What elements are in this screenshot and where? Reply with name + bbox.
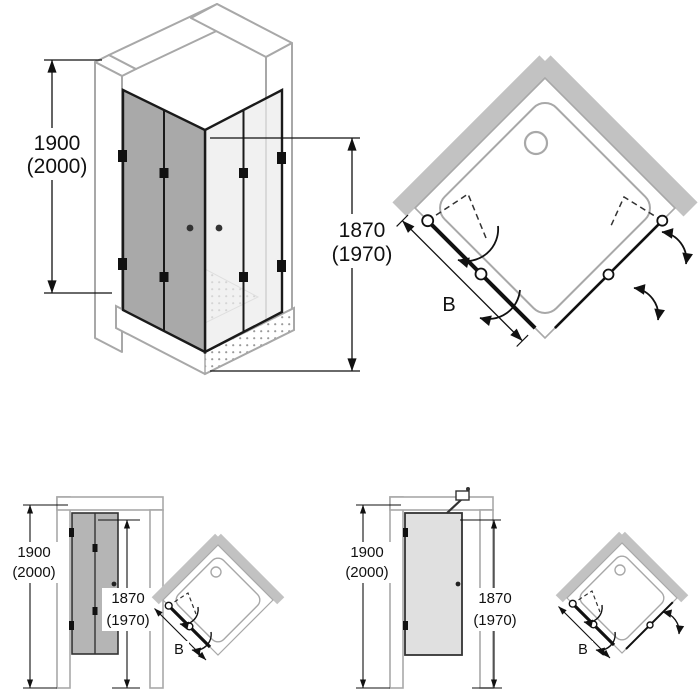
front-right-door <box>403 487 470 656</box>
plan-right-folding-door <box>553 195 693 330</box>
hinge-point <box>474 267 488 281</box>
folded-position-dashed <box>609 195 663 229</box>
corner-isometric-view: 1900 (2000) 1870 (1970) <box>26 3 396 376</box>
stabilizer-bar <box>446 498 463 514</box>
label-bg <box>341 542 393 583</box>
hinge <box>239 272 248 282</box>
hinge-point <box>568 599 577 608</box>
dim-height-glass-value: 1870 <box>478 590 511 607</box>
plan-right-side-panel <box>625 601 685 650</box>
dim-height-outer-alt: (2000) <box>27 155 88 178</box>
hinge <box>92 544 98 552</box>
dim-height-glass-value: 1870 <box>339 219 386 242</box>
folded-position-dashed <box>168 592 197 615</box>
dim-width-B-label: B <box>578 642 588 658</box>
plan-walls <box>392 55 698 217</box>
stabilizer-bracket <box>455 490 470 501</box>
plan-left-walls <box>151 533 285 605</box>
hinge <box>92 607 98 615</box>
stabilizer-knob <box>466 487 470 491</box>
dim-height-glass-alt: (1970) <box>332 243 393 266</box>
plan-right-walls <box>555 531 689 603</box>
front-left-view: 1900 (2000) 1870 (1970) <box>8 496 164 689</box>
swing-arrow-double <box>661 228 693 265</box>
front-right-view: 1900 (2000) 1870 (1970) <box>341 487 521 689</box>
door-knob <box>111 581 117 587</box>
iso-left-folding-door <box>118 88 207 354</box>
label-bg <box>8 542 60 583</box>
hinge <box>403 528 408 537</box>
swing-arrow-double <box>633 284 665 321</box>
front-left-dim-outer <box>23 504 68 689</box>
dim-height-glass-value: 1870 <box>111 590 144 607</box>
dim-height-outer-alt: (2000) <box>12 564 55 581</box>
front-left-folding-door <box>69 512 119 655</box>
dim-height-outer-value: 1900 <box>34 132 81 155</box>
label-bg <box>26 128 88 180</box>
label-bg <box>328 214 396 268</box>
iso-right-folding-door <box>203 88 286 354</box>
plan-left-dim-B-line <box>154 608 207 661</box>
label-bg <box>102 588 154 631</box>
hinge <box>159 272 169 282</box>
hinge-point <box>602 268 615 281</box>
hinge <box>69 621 74 630</box>
hinge-point <box>656 214 669 227</box>
plan-left-tray <box>162 544 274 656</box>
hinge-point <box>421 214 435 228</box>
plan-right-dim-B-line <box>558 606 611 659</box>
hinge <box>239 168 248 178</box>
door-knob <box>455 581 461 587</box>
plan-drain-icon <box>210 566 222 578</box>
label-bg <box>573 641 593 657</box>
hinge <box>118 258 127 270</box>
plan-drain-icon <box>523 130 549 156</box>
dim-height-outer-alt: (2000) <box>345 564 388 581</box>
plan-dim-B <box>396 214 529 347</box>
swing-arrow-double <box>662 609 685 635</box>
hinge-point <box>646 621 654 629</box>
dim-height-outer-value: 1900 <box>17 544 50 561</box>
folded-position-dashed <box>572 590 601 613</box>
plan-right-tray <box>566 542 678 654</box>
corner-plan-view: B <box>392 55 698 347</box>
hinge <box>159 168 169 178</box>
dim-width-B-label: B <box>442 294 455 316</box>
hinge <box>403 621 408 630</box>
plan-right-view: B <box>555 531 689 659</box>
label-bg <box>469 588 521 631</box>
dim-width-B-label: B <box>174 642 184 658</box>
dim-height-outer-value: 1900 <box>350 544 383 561</box>
hinge <box>118 150 127 162</box>
label-bg <box>169 641 189 657</box>
hinge-point <box>164 601 173 610</box>
hinge <box>69 528 74 537</box>
label-bg <box>436 293 462 316</box>
plan-left-view: B <box>151 533 285 661</box>
iso-door-knob-left <box>186 224 194 232</box>
dim-height-glass-alt: (1970) <box>106 612 149 629</box>
plan-drain-icon <box>614 564 626 576</box>
iso-door-knob-right <box>215 224 223 232</box>
hinge <box>277 260 286 272</box>
hinge <box>277 152 286 164</box>
front-right-dim-outer <box>356 504 401 689</box>
dim-height-glass-alt: (1970) <box>473 612 516 629</box>
